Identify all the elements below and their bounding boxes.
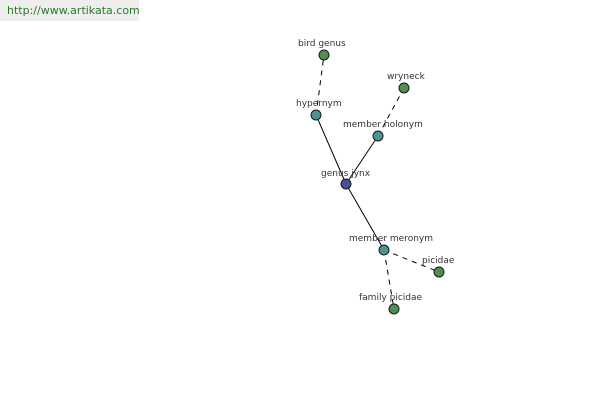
node-label-family-picidae: family picidae	[359, 293, 423, 303]
node-marker-family-picidae[interactable]	[388, 303, 400, 315]
node-marker-member-holonym[interactable]	[372, 130, 384, 142]
node-genus-jynx[interactable]: genus jynx	[321, 169, 371, 190]
source-url-watermark: http://www.artikata.com	[0, 0, 140, 21]
node-picidae[interactable]: picidae	[422, 256, 455, 278]
node-member-meronym[interactable]: member meronym	[349, 234, 433, 256]
edge-genus-jynx-to-member-holonym	[345, 135, 379, 185]
node-label-bird-genus: bird genus	[298, 39, 346, 49]
node-wryneck[interactable]: wryneck	[387, 72, 426, 94]
node-bird-genus[interactable]: bird genus	[298, 39, 346, 61]
edges-layer	[315, 54, 440, 310]
node-family-picidae[interactable]: family picidae	[359, 293, 423, 315]
node-label-genus-jynx: genus jynx	[321, 169, 371, 179]
node-marker-bird-genus[interactable]	[318, 49, 330, 61]
node-marker-member-meronym[interactable]	[378, 244, 390, 256]
node-label-member-meronym: member meronym	[349, 234, 433, 244]
edge-genus-jynx-to-member-meronym	[345, 183, 385, 251]
node-marker-wryneck[interactable]	[398, 82, 410, 94]
node-label-member-holonym: member holonym	[343, 120, 423, 130]
nodes-layer: genus jynx hypernym bird genus member holon…	[296, 39, 455, 315]
node-marker-hypernym[interactable]	[310, 109, 322, 121]
node-marker-picidae[interactable]	[433, 266, 445, 278]
node-label-wryneck: wryneck	[387, 72, 426, 82]
node-label-picidae: picidae	[422, 256, 455, 266]
edge-genus-jynx-to-hypernym	[315, 114, 347, 185]
node-member-holonym[interactable]: member holonym	[343, 120, 423, 142]
node-label-hypernym: hypernym	[296, 99, 342, 109]
edge-hypernym-to-bird-genus	[315, 54, 325, 116]
node-hypernym[interactable]: hypernym	[296, 99, 342, 121]
node-marker-genus-jynx[interactable]	[340, 178, 352, 190]
